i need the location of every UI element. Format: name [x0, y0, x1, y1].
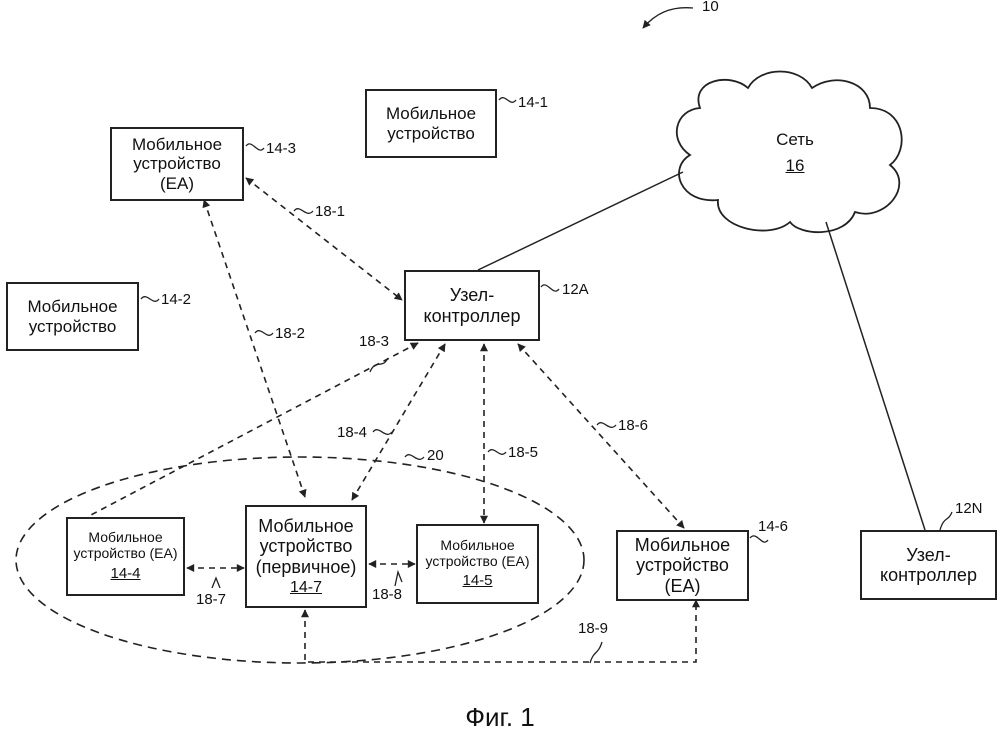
controller-node-12a: Узел- контроллер: [404, 270, 540, 341]
mobile-device-14-2: Мобильное устройство: [6, 282, 139, 351]
label-18-6: 18-6: [618, 417, 648, 434]
device-label: Мобильное: [635, 535, 730, 555]
leader-18-7: [212, 578, 220, 588]
controller-label: контроллер: [424, 306, 521, 326]
ref-12n: 12N: [955, 500, 983, 517]
ref-14-6: 14-6: [758, 518, 788, 535]
mobile-device-14-7-primary: Мобильное устройство (первичное) 14-7: [245, 505, 367, 608]
label-18-2: 18-2: [275, 325, 305, 342]
ref-14-3: 14-3: [266, 140, 296, 157]
device-id: 14-4: [110, 566, 140, 583]
leader-18-5: [488, 450, 506, 455]
label-18-9: 18-9: [578, 620, 608, 637]
leader-18-4: [373, 430, 392, 435]
device-label: устройство: [133, 154, 221, 173]
controller-label: контроллер: [880, 565, 977, 585]
network-label: Сеть 16: [760, 130, 830, 176]
device-label: (EA): [665, 576, 701, 596]
controller-label: Узел-: [906, 545, 950, 565]
device-label: Мобильное: [440, 538, 514, 554]
leader-14-1: [499, 98, 516, 103]
device-label: Мобильное: [132, 135, 222, 154]
label-18-1: 18-1: [315, 203, 345, 220]
link-18-3: [89, 343, 418, 516]
leader-20: [405, 455, 424, 460]
leader-14-6: [750, 536, 768, 542]
link-18-9: [305, 600, 696, 662]
leader-18-1: [294, 209, 313, 214]
device-label: Мобильное: [258, 516, 353, 536]
device-label: устройство: [636, 555, 729, 575]
ref-20: 20: [427, 447, 444, 464]
leader-14-2: [141, 297, 159, 302]
link-18-4: [352, 344, 445, 500]
ref-12a: 12A: [562, 281, 589, 298]
leader-18-2: [255, 331, 273, 336]
leader-14-3: [246, 144, 264, 150]
controller-label: Узел-: [450, 285, 494, 305]
leader-18-6: [597, 423, 616, 428]
device-label: устройство: [29, 317, 117, 336]
leader-10-arrow: [643, 8, 693, 28]
controller-node-12n: Узел- контроллер: [860, 530, 997, 600]
line-network-to-12n: [826, 222, 925, 530]
device-label: Мобильное: [386, 104, 476, 123]
link-18-2: [204, 200, 305, 497]
mobile-device-14-4: Мобильное устройство (EA) 14-4: [66, 517, 185, 596]
leader-18-8: [395, 572, 402, 586]
label-18-8: 18-8: [372, 586, 402, 603]
device-label: устройство: [387, 124, 475, 143]
device-label: (первичное): [256, 557, 357, 577]
leader-18-9: [590, 642, 602, 663]
device-label: (EA): [160, 174, 194, 193]
ref-10: 10: [702, 0, 719, 15]
line-network-to-12a: [478, 172, 683, 270]
ref-14-1: 14-1: [518, 94, 548, 111]
device-label: устройство: [260, 536, 353, 556]
device-label: Мобильное: [27, 297, 117, 316]
network-ref: 16: [760, 156, 830, 176]
mobile-device-14-3: Мобильное устройство (EA): [110, 127, 244, 201]
leader-12n: [940, 512, 952, 530]
label-18-4: 18-4: [337, 424, 367, 441]
figure-caption: Фиг. 1: [0, 702, 1000, 733]
device-label: устройство (EA): [425, 554, 529, 570]
label-18-3: 18-3: [359, 333, 389, 350]
device-label: устройство (EA): [73, 546, 177, 562]
leader-12a: [541, 285, 559, 291]
label-18-5: 18-5: [508, 444, 538, 461]
device-id: 14-5: [462, 573, 492, 590]
label-18-7: 18-7: [196, 591, 226, 608]
link-18-1: [246, 178, 402, 300]
mobile-device-14-5: Мобильное устройство (EA) 14-5: [416, 524, 539, 604]
device-label: Мобильное: [88, 530, 162, 546]
link-18-6: [518, 344, 684, 528]
ref-14-2: 14-2: [161, 291, 191, 308]
mobile-device-14-6: Мобильное устройство (EA): [616, 530, 749, 601]
device-id: 14-7: [290, 579, 322, 597]
mobile-device-14-1: Мобильное устройство: [365, 89, 497, 158]
network-name: Сеть: [760, 130, 830, 150]
